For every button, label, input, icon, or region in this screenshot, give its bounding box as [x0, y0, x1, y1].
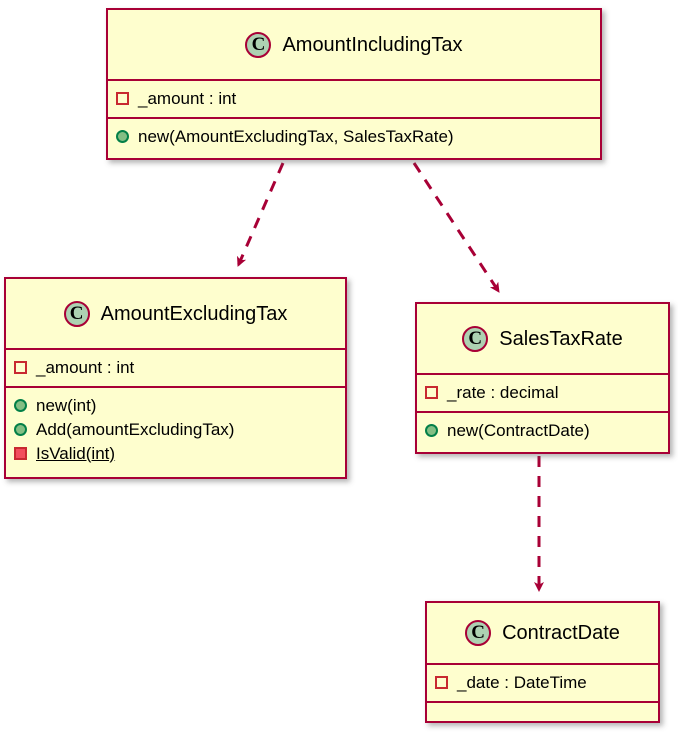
method-row[interactable]: new(ContractDate): [417, 418, 668, 442]
public-method-icon: [14, 398, 27, 412]
class-name: AmountExcludingTax: [100, 302, 288, 325]
class-fields-compartment: _amount : int: [6, 348, 345, 386]
method-row[interactable]: Add(amountExcludingTax): [6, 417, 345, 441]
class-name: ContractDate: [502, 622, 620, 644]
class-title-compartment: C AmountIncludingTax: [108, 10, 600, 79]
method-label: new(ContractDate): [447, 420, 590, 440]
field-row[interactable]: _date : DateTime: [427, 670, 658, 694]
method-row[interactable]: new(AmountExcludingTax, SalesTaxRate): [108, 124, 600, 148]
public-method-icon: [116, 129, 129, 143]
method-label: IsValid(int): [36, 443, 116, 463]
class-fields-compartment: _date : DateTime: [427, 663, 658, 701]
class-fields-compartment: _rate : decimal: [417, 373, 668, 411]
class-box-contract-date[interactable]: C ContractDate _date : DateTime: [425, 601, 660, 723]
method-row[interactable]: new(int): [6, 393, 345, 417]
private-field-icon: [14, 360, 27, 374]
public-method-icon: [14, 422, 27, 436]
class-stereotype-icon: C: [245, 31, 272, 58]
class-stereotype-icon: C: [462, 325, 489, 352]
class-methods-compartment: [427, 701, 658, 715]
field-row[interactable]: _amount : int: [108, 86, 600, 110]
method-label: new(AmountExcludingTax, SalesTaxRate): [138, 126, 454, 146]
private-field-icon: [116, 91, 129, 105]
class-title-compartment: C AmountExcludingTax: [6, 279, 345, 348]
field-label: _amount : int: [36, 357, 135, 377]
class-stereotype-letter: C: [471, 622, 485, 643]
class-stereotype-icon: C: [465, 620, 492, 646]
field-row[interactable]: _rate : decimal: [417, 380, 668, 404]
field-label: _date : DateTime: [457, 672, 587, 692]
class-fields-compartment: _amount : int: [108, 79, 600, 117]
relationship-amountincludingtax-to-amountexcludingtax: [236, 162, 285, 267]
class-box-amount-excluding-tax[interactable]: C AmountExcludingTax _amount : int new(i…: [4, 277, 347, 479]
field-label: _amount : int: [138, 88, 237, 108]
class-methods-compartment: new(AmountExcludingTax, SalesTaxRate): [108, 117, 600, 153]
relationship-amountincludingtax-to-salestaxrate: [412, 162, 501, 293]
class-name: AmountIncludingTax: [282, 33, 463, 56]
class-box-sales-tax-rate[interactable]: C SalesTaxRate _rate : decimal new(Contr…: [415, 302, 670, 454]
class-methods-compartment: new(int) Add(amountExcludingTax) IsValid…: [6, 386, 345, 470]
field-row[interactable]: _amount : int: [6, 355, 345, 379]
private-method-icon: [14, 446, 27, 460]
method-row[interactable]: IsValid(int): [6, 441, 345, 465]
private-field-icon: [425, 385, 438, 399]
class-title-compartment: C SalesTaxRate: [417, 304, 668, 373]
method-label: new(int): [36, 395, 97, 415]
class-stereotype-letter: C: [468, 327, 483, 349]
private-field-icon: [435, 675, 448, 689]
class-stereotype-icon: C: [63, 300, 90, 327]
class-stereotype-letter: C: [69, 302, 84, 324]
class-title-compartment: C ContractDate: [427, 603, 658, 663]
method-label: Add(amountExcludingTax): [36, 419, 235, 439]
field-label: _rate : decimal: [447, 382, 559, 402]
class-name: SalesTaxRate: [499, 327, 623, 350]
public-method-icon: [425, 423, 438, 437]
class-stereotype-letter: C: [251, 33, 266, 55]
class-box-amount-including-tax[interactable]: C AmountIncludingTax _amount : int new(A…: [106, 8, 602, 160]
class-methods-compartment: new(ContractDate): [417, 411, 668, 447]
